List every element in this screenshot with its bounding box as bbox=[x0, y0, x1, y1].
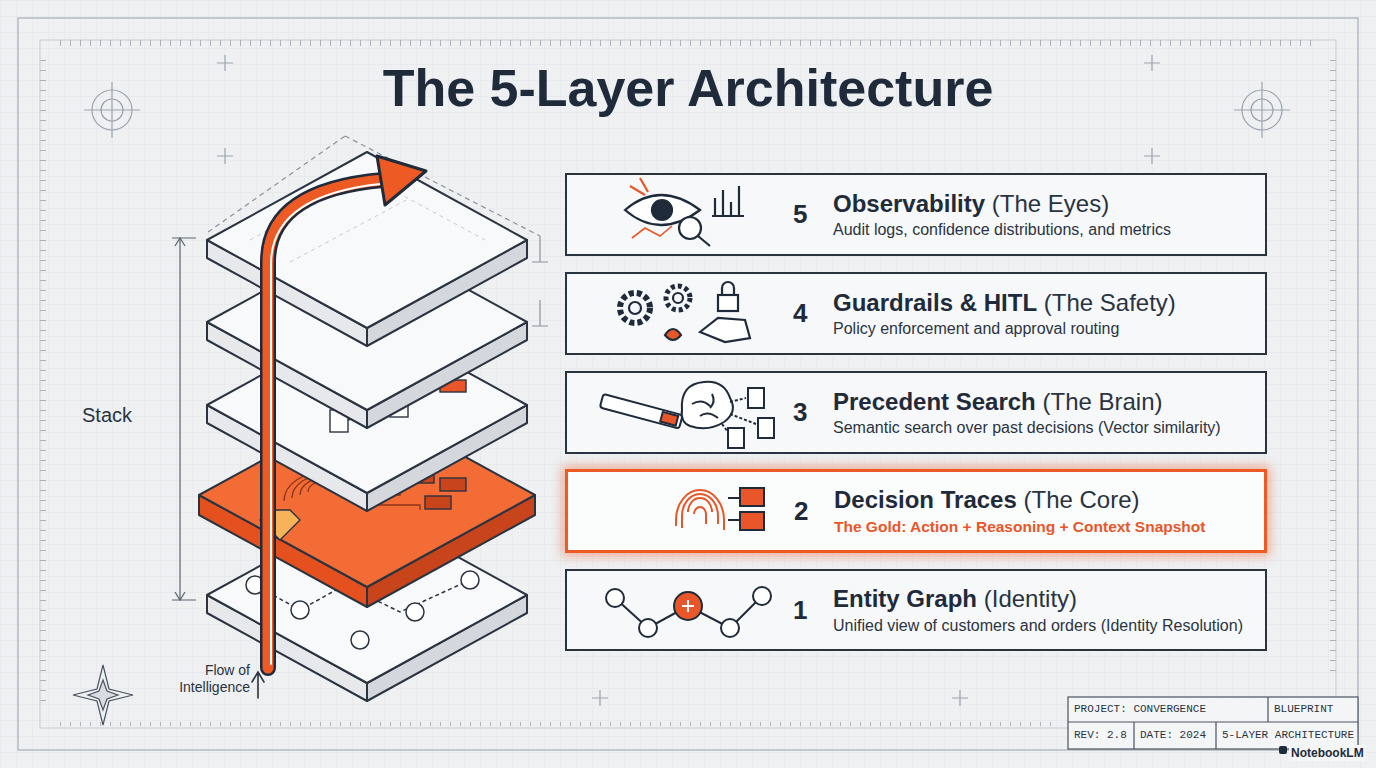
layer-name: Entity Graph bbox=[833, 585, 977, 612]
layer-heading: Entity Graph (Identity) bbox=[833, 585, 1243, 613]
layer-box: 4 Guardrails & HITL (The Safety) Policy enf… bbox=[565, 272, 1267, 355]
layer-number: 5 bbox=[793, 175, 807, 254]
layer-description: Audit logs, confidence distributions, an… bbox=[833, 221, 1171, 239]
box-grounds bbox=[565, 173, 1267, 651]
title-block-cell: BLUEPRINT bbox=[1268, 697, 1358, 721]
layer-number: 2 bbox=[794, 472, 808, 550]
title-block-cell: PROJECT: CONVERGENCE bbox=[1068, 697, 1268, 721]
layer-name: Precedent Search bbox=[833, 388, 1036, 415]
layer-text: Decision Traces(The Core) The Gold: Actio… bbox=[834, 486, 1205, 536]
title-block-cell: REV: 2.8 bbox=[1068, 723, 1134, 747]
icon-brain bbox=[600, 382, 774, 448]
icon-gears bbox=[620, 282, 750, 342]
layer-number: 4 bbox=[793, 274, 807, 353]
layer-nickname: (The Eyes) bbox=[992, 190, 1109, 217]
compass-star bbox=[73, 665, 133, 725]
layer-nickname: (Identity) bbox=[984, 585, 1077, 612]
watermark: NotebookLM bbox=[1289, 745, 1366, 761]
layer-text: Entity Graph (Identity) Unified view of cu… bbox=[833, 585, 1243, 635]
layer-box: 5 Observability (The Eyes) Audit logs, conf… bbox=[565, 173, 1267, 256]
stack-label: Stack bbox=[82, 404, 142, 427]
layer-nickname: (The Safety) bbox=[1044, 289, 1176, 316]
layer-number: 1 bbox=[793, 571, 807, 649]
highlighted-layer-box: 2 Decision Traces(The Core) The Gold: Acti… bbox=[565, 469, 1267, 553]
layer-text: Observability (The Eyes) Audit logs, confi… bbox=[833, 190, 1171, 240]
layer-nickname: (The Brain) bbox=[1043, 388, 1163, 415]
layer-heading: Observability (The Eyes) bbox=[833, 190, 1171, 218]
diagram-title: The 5-Layer Architecture bbox=[0, 58, 1376, 118]
layer-stack bbox=[199, 152, 535, 701]
layer-nickname: (The Core) bbox=[1023, 486, 1139, 513]
layer-text: Guardrails & HITL (The Safety) Policy enfo… bbox=[833, 289, 1176, 339]
flow-label: Flow of Intelligence bbox=[160, 662, 250, 696]
title-block-cell: DATE: 2024 bbox=[1134, 723, 1216, 747]
title-block-cell: 5-LAYER ARCHITECTURE bbox=[1216, 723, 1358, 747]
layer-number: 3 bbox=[793, 373, 807, 452]
layer-box: 1 Entity Graph (Identity) Unified view of c… bbox=[565, 569, 1267, 651]
layer-heading: Precedent Search (The Brain) bbox=[833, 388, 1221, 416]
layer-heading: Guardrails & HITL (The Safety) bbox=[833, 289, 1176, 317]
flow-arrow bbox=[252, 156, 426, 698]
layer-text: Precedent Search (The Brain) Semantic sear… bbox=[833, 388, 1221, 438]
layer-box: 3 Precedent Search (The Brain) Semantic sea… bbox=[565, 371, 1267, 454]
icon-network bbox=[606, 587, 771, 637]
layer-heading: Decision Traces(The Core) bbox=[834, 486, 1205, 514]
layer-description: Policy enforcement and approval routing bbox=[833, 320, 1176, 338]
icon-fingerprint bbox=[676, 488, 764, 530]
layer-description: The Gold: Action + Reasoning + Context S… bbox=[834, 518, 1205, 536]
icon-eye bbox=[625, 178, 744, 246]
crosshair-marks bbox=[84, 55, 1290, 706]
layer-description: Unified view of customers and orders (Id… bbox=[833, 617, 1243, 635]
layer-name: Decision Traces bbox=[834, 486, 1017, 513]
layer-name: Guardrails & HITL bbox=[833, 289, 1037, 316]
layer-description: Semantic search over past decisions (Vec… bbox=[833, 419, 1221, 437]
layer-name: Observability bbox=[833, 190, 985, 217]
